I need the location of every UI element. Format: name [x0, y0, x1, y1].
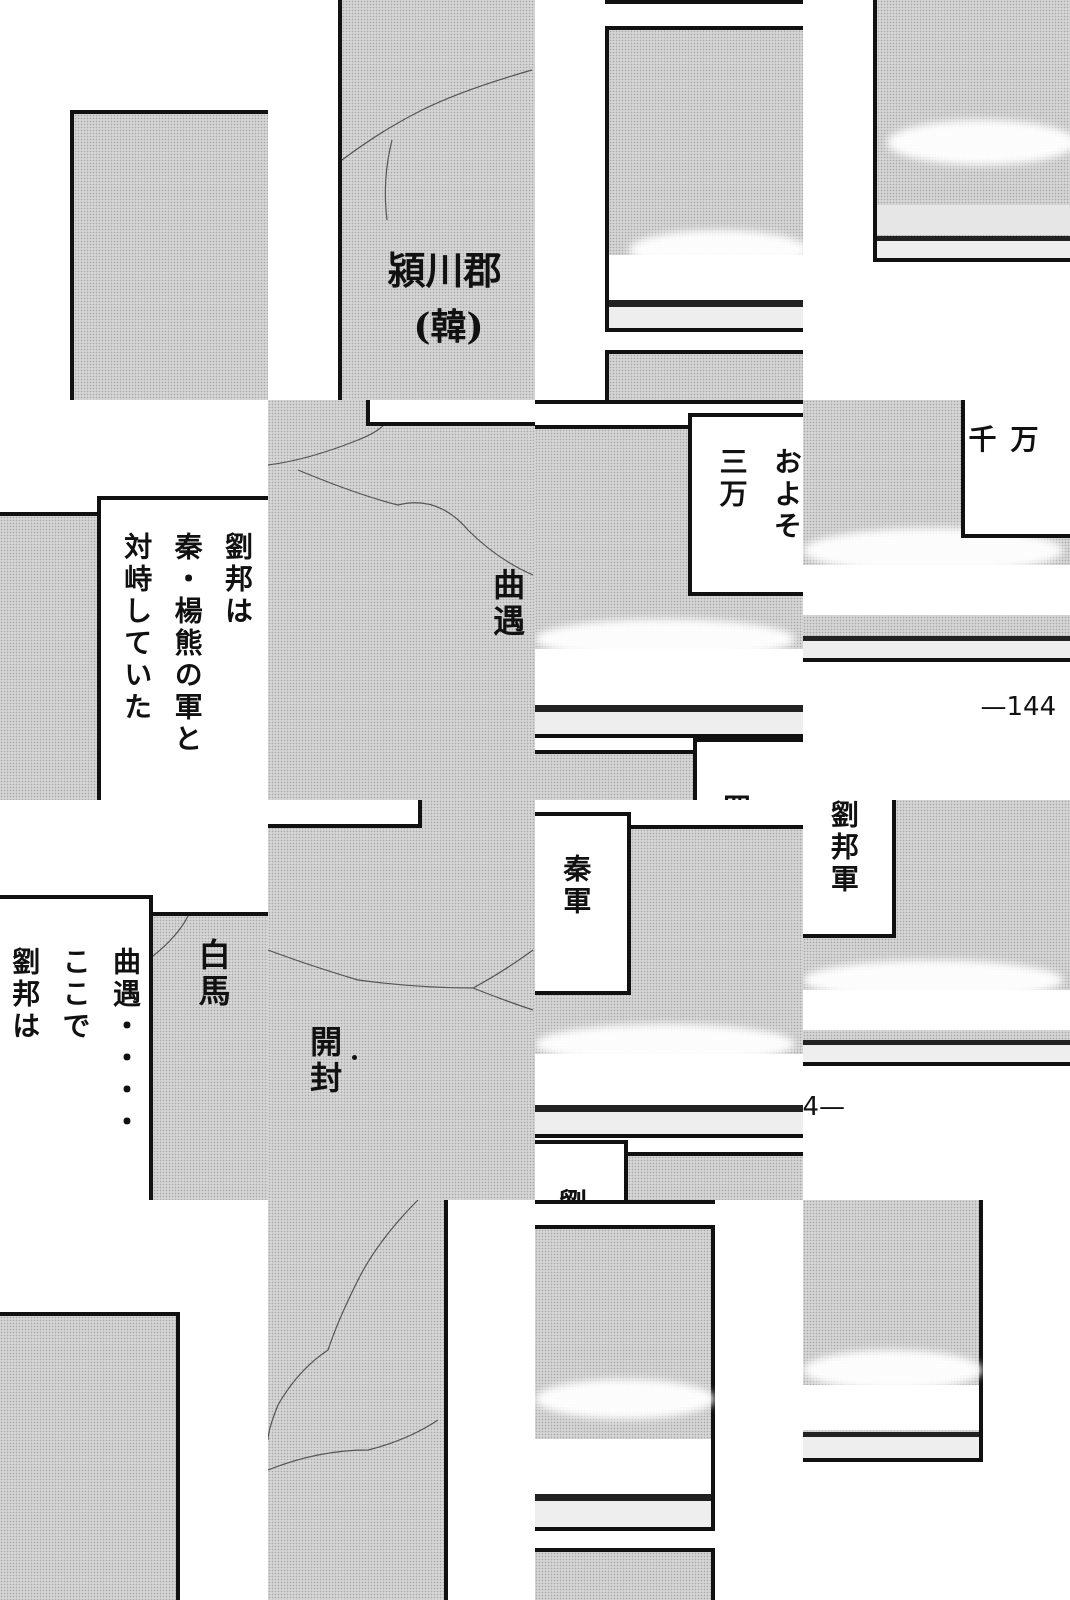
army-line: [535, 705, 803, 712]
narration-box: 千万: [960, 400, 1070, 538]
panel-edge: [535, 1200, 715, 1204]
army-line: [535, 1494, 711, 1501]
tile-1-1: 曲遇: [267, 400, 535, 800]
tile-3-3: [802, 1200, 1070, 1600]
map-border-lines: [267, 949, 533, 1011]
narration-box: およそ 三万: [688, 413, 803, 596]
tile-0-3: [802, 0, 1070, 400]
tile-0-1: 潁川郡 (韓): [267, 0, 535, 400]
ground: [609, 307, 803, 328]
tile-2-1: 開封: [267, 800, 535, 1200]
cloud: [535, 1379, 715, 1419]
ground: [876, 241, 1070, 258]
landscape-panel: [872, 0, 1070, 262]
panel: [0, 512, 98, 800]
tile-1-3: 千万 —144: [802, 400, 1070, 800]
tile-2-3: 劉邦軍 4—: [802, 800, 1070, 1200]
narration-col: ここで: [58, 947, 92, 1043]
army-line: [535, 1105, 803, 1112]
panel: [605, 350, 803, 400]
place-label: 開封: [305, 1025, 344, 1097]
map-panel: 潁川郡 (韓): [337, 0, 535, 400]
landscape-panel: [802, 1200, 983, 1462]
narration-box: 劉邦軍: [802, 800, 896, 938]
place-label: 潁川郡: [387, 248, 502, 293]
page-number: —144: [980, 692, 1057, 722]
tile-3-0: [0, 1200, 268, 1600]
narration-col: 秦・楊熊の軍と: [170, 532, 204, 756]
tile-1-2: およそ 三万 四: [535, 400, 803, 800]
tile-0-2: [535, 0, 803, 400]
ground: [535, 712, 803, 734]
place-label: 白馬: [193, 938, 232, 1010]
ground: [802, 1437, 979, 1458]
ground: [802, 641, 1070, 658]
army-line: [876, 236, 1070, 241]
panel-edge: [267, 800, 422, 828]
narration-text: 四: [723, 786, 751, 800]
sky: [802, 565, 1070, 615]
sky: [802, 990, 1070, 1030]
ground: [535, 1501, 711, 1527]
map-border-lines: [153, 916, 189, 957]
army-line: [802, 1432, 979, 1437]
sky: [802, 1385, 979, 1430]
narration-col: 曲遇・・・・: [109, 947, 142, 1139]
map-border-lines: [341, 69, 532, 221]
sky: [535, 1439, 711, 1494]
narration-text: 劉邦軍: [826, 800, 860, 896]
panel: [535, 1548, 715, 1600]
sky: [609, 255, 803, 300]
tile-3-2: [535, 1200, 803, 1600]
tile-3-1: [267, 1200, 535, 1600]
army-line: [802, 636, 1070, 641]
landscape-panel: [605, 26, 803, 332]
army-line: [609, 300, 803, 307]
tile-2-0: 白馬 曲遇・・・・ ここで 劉邦は: [0, 800, 268, 1200]
ground: [802, 1045, 1070, 1062]
panel-edge: [535, 400, 803, 404]
cloud: [886, 120, 1070, 165]
narration-col: 劉邦は: [221, 532, 254, 628]
ground: [535, 1112, 803, 1134]
narration-text: 劉: [559, 1182, 587, 1200]
tile-0-0: [0, 0, 268, 400]
narration-col: 三万: [715, 447, 749, 511]
narration-col: 劉邦は: [8, 947, 42, 1043]
page-number: 4—: [802, 1092, 846, 1122]
sky: [876, 205, 1070, 235]
narration-box: 曲遇・・・・ ここで 劉邦は: [0, 895, 153, 1200]
narration-box: 劉邦は 秦・楊熊の軍と 対峙していた: [97, 496, 268, 800]
panel-edge: [365, 400, 535, 426]
narration-col: 対峙していた: [120, 532, 154, 724]
tile-1-0: 劉邦は 秦・楊熊の軍と 対峙していた: [0, 400, 268, 800]
sky: [535, 1054, 803, 1111]
landscape-panel: [535, 1225, 715, 1531]
tile-2-2: 秦軍 劉: [535, 800, 803, 1200]
narration-col: およそ: [770, 447, 803, 543]
country-label: (韓): [413, 306, 484, 348]
sky: [535, 649, 803, 711]
place-label: 曲遇: [488, 568, 527, 640]
panel: [0, 1312, 180, 1600]
map-panel: 白馬: [153, 912, 268, 1200]
narration-text: 千万: [968, 423, 1053, 456]
city-marker: [351, 1055, 357, 1060]
narration-box: 秦軍: [535, 812, 631, 995]
cloud: [802, 1350, 983, 1390]
narration-box: 四: [693, 738, 803, 800]
narration-text: 秦軍: [559, 854, 593, 918]
map-panel: [267, 1200, 448, 1600]
army-line: [802, 1040, 1070, 1045]
panel: [70, 110, 268, 400]
narration-box: 劉: [535, 1140, 628, 1200]
panel-edge: [605, 0, 803, 4]
map-border-lines: [267, 1200, 438, 1471]
